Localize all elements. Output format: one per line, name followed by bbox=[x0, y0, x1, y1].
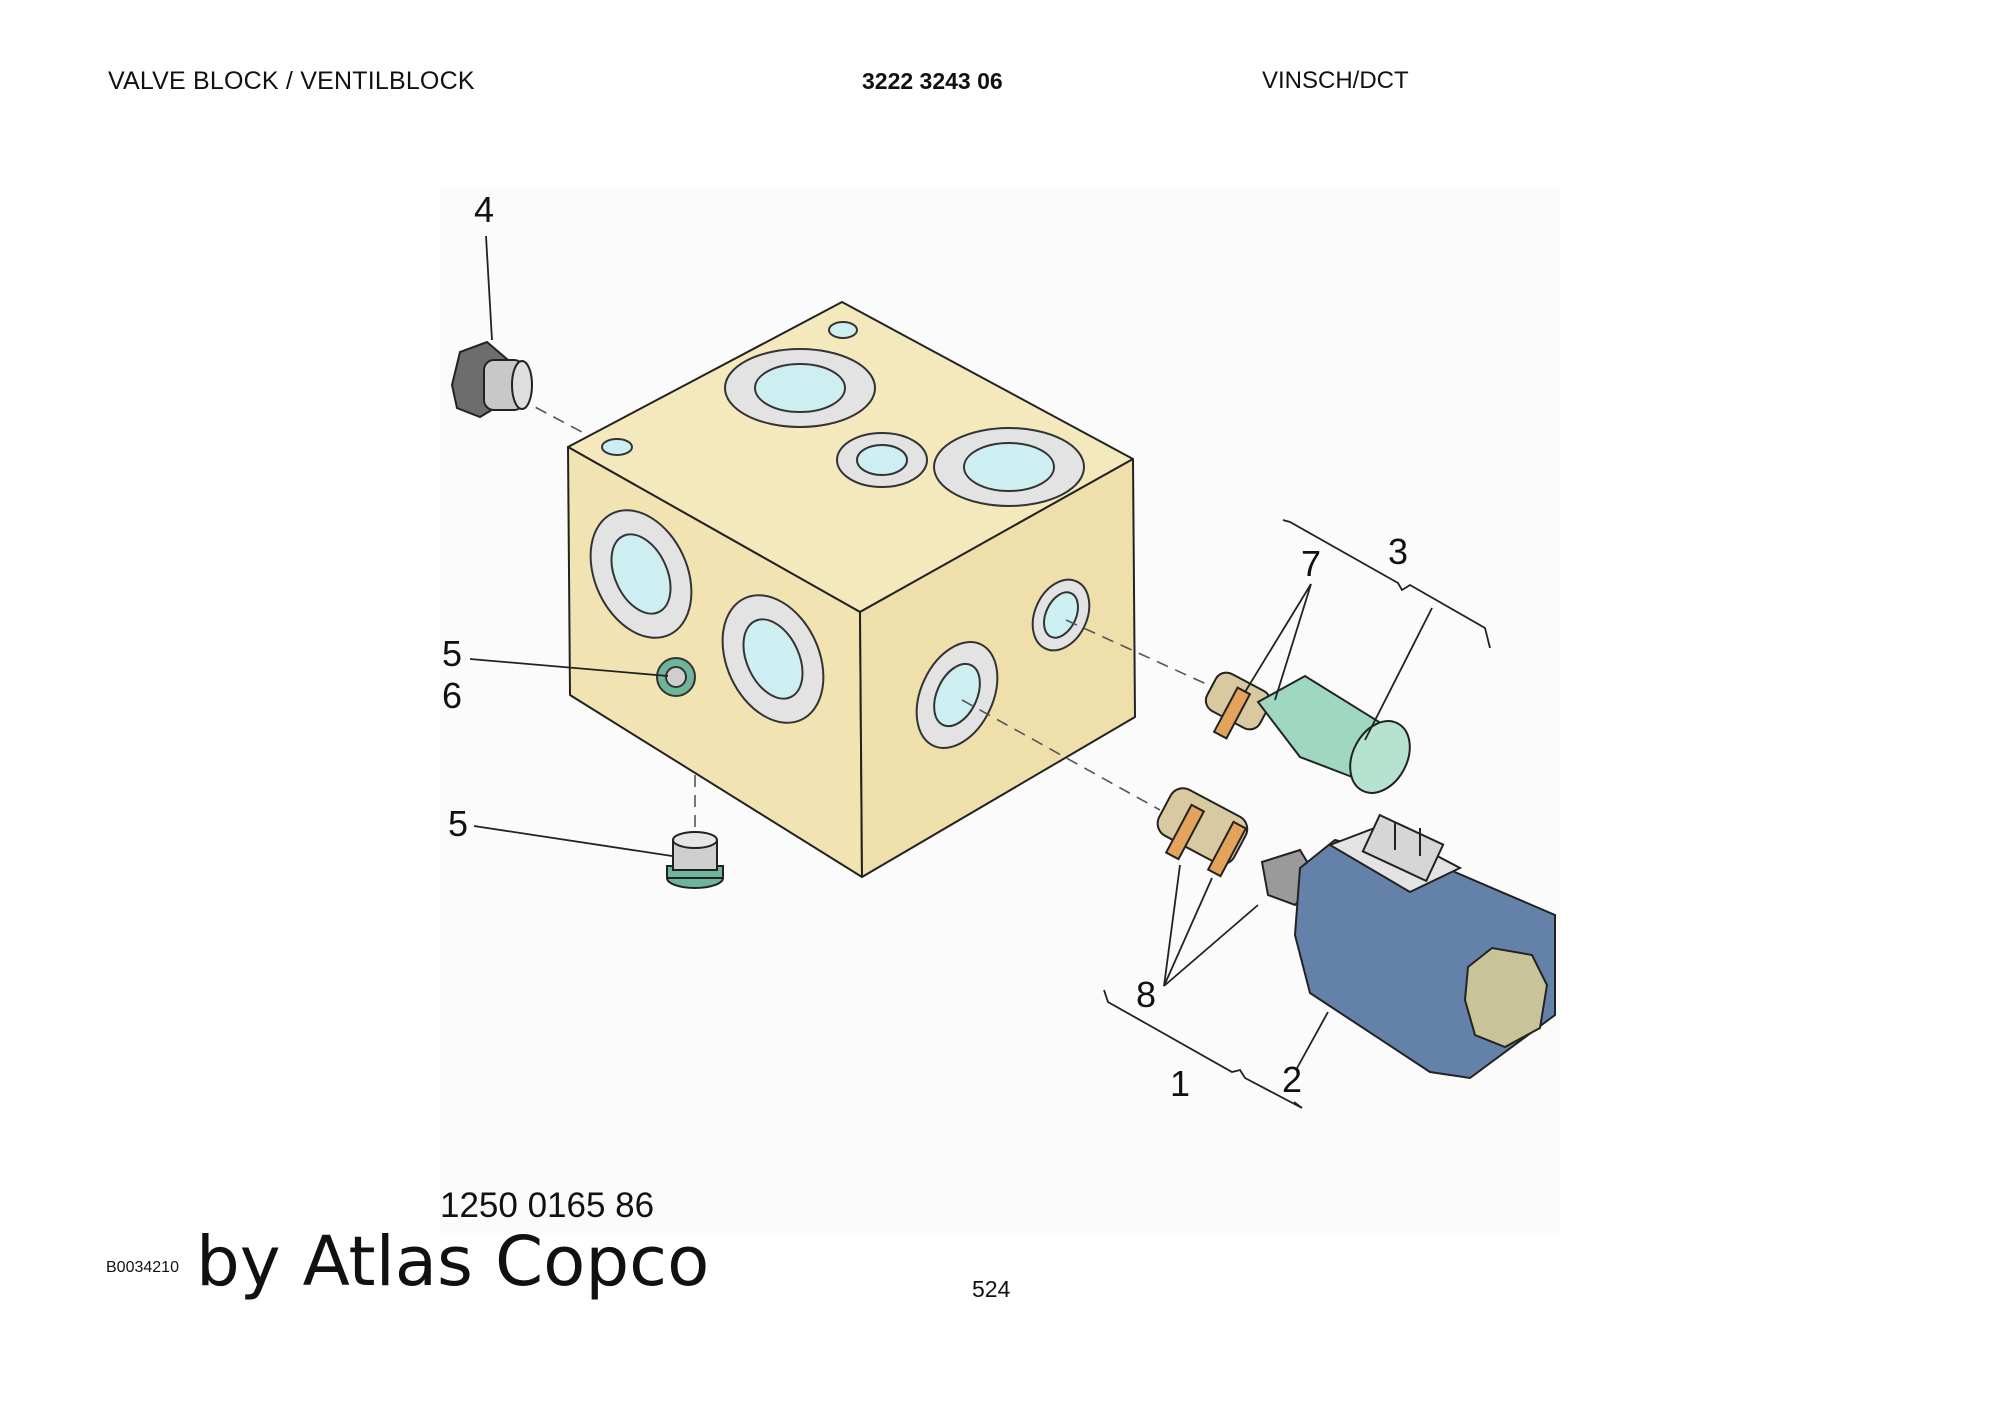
hex-plug bbox=[450, 340, 533, 419]
callout-7: 7 bbox=[1301, 543, 1321, 584]
callout-5-upper: 5 bbox=[442, 633, 462, 674]
callout-1: 1 bbox=[1170, 1063, 1190, 1104]
callout-5-lower: 5 bbox=[448, 803, 468, 844]
top-ports bbox=[601, 321, 1085, 507]
cartridge-valve bbox=[1204, 671, 1411, 794]
image-code: B0034210 bbox=[106, 1259, 179, 1276]
bottom-plug bbox=[666, 831, 724, 889]
part-number: 3222 3243 06 bbox=[862, 68, 1003, 94]
callout-4: 4 bbox=[474, 189, 494, 230]
callout-8: 8 bbox=[1136, 974, 1156, 1015]
page-title: VALVE BLOCK / VENTILBLOCK bbox=[108, 67, 475, 95]
leader-lines bbox=[469, 235, 1491, 1109]
watermark: by Atlas Copco bbox=[196, 1222, 710, 1302]
callout-3: 3 bbox=[1388, 531, 1408, 572]
solenoid-coil bbox=[1293, 813, 1556, 1080]
right-face-ports bbox=[915, 578, 1091, 749]
left-face-ports bbox=[589, 509, 825, 724]
callout-6: 6 bbox=[442, 675, 462, 716]
page-number: 524 bbox=[972, 1276, 1011, 1302]
reference-number: 1250 0165 86 bbox=[440, 1186, 655, 1225]
assembly-lines bbox=[517, 397, 1216, 832]
callout-2: 2 bbox=[1282, 1059, 1302, 1100]
assembly-group: VINSCH/DCT bbox=[1262, 67, 1409, 94]
